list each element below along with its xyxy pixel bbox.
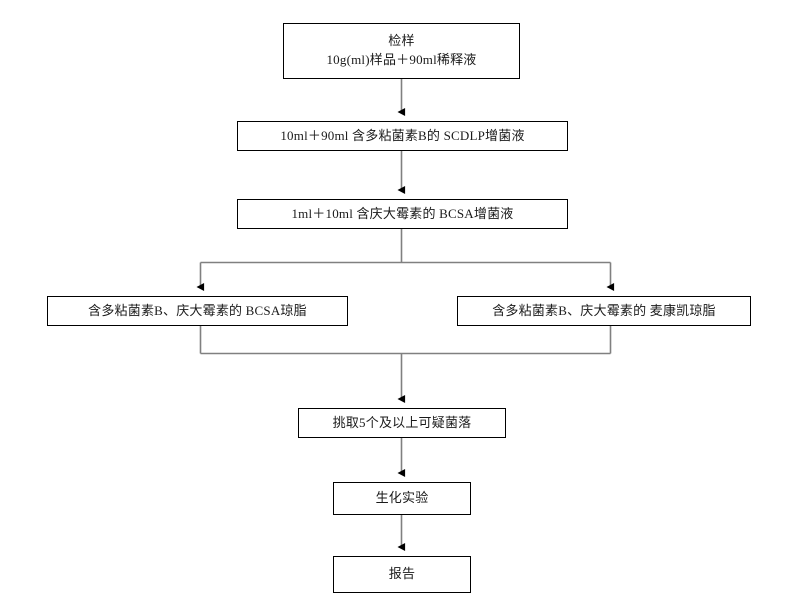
node-macconkey-agar-label: 含多粘菌素B、庆大霉素的 麦康凯琼脂 bbox=[492, 302, 716, 318]
node-sample: 检样 10g(ml)样品＋90ml稀释液 bbox=[283, 23, 520, 79]
node-pick-colonies-label: 挑取5个及以上可疑菌落 bbox=[332, 414, 472, 430]
node-bcsa-broth: 1ml＋10ml 含庆大霉素的 BCSA增菌液 bbox=[237, 199, 568, 229]
node-sample-line2: 10g(ml)样品＋90ml稀释液 bbox=[326, 52, 477, 67]
node-report-label: 报告 bbox=[388, 566, 416, 582]
node-bcsa-agar-label: 含多粘菌素B、庆大霉素的 BCSA琼脂 bbox=[88, 302, 307, 318]
node-report: 报告 bbox=[333, 556, 471, 593]
node-scdlp-broth: 10ml＋90ml 含多粘菌素B的 SCDLP增菌液 bbox=[237, 121, 568, 151]
connector-split-to-agars bbox=[196, 229, 615, 291]
node-sample-line1: 检样 bbox=[388, 33, 415, 49]
node-macconkey-agar: 含多粘菌素B、庆大霉素的 麦康凯琼脂 bbox=[457, 296, 751, 326]
node-biochemical-test: 生化实验 bbox=[333, 482, 471, 515]
node-biochemical-test-label: 生化实验 bbox=[375, 490, 429, 506]
node-pick-colonies: 挑取5个及以上可疑菌落 bbox=[298, 408, 506, 438]
node-bcsa-agar: 含多粘菌素B、庆大霉素的 BCSA琼脂 bbox=[47, 296, 348, 326]
node-bcsa-broth-label: 1ml＋10ml 含庆大霉素的 BCSA增菌液 bbox=[291, 205, 514, 221]
node-scdlp-broth-label: 10ml＋90ml 含多粘菌素B的 SCDLP增菌液 bbox=[280, 127, 525, 143]
connector-agars-merge-to-pick bbox=[199, 326, 612, 403]
